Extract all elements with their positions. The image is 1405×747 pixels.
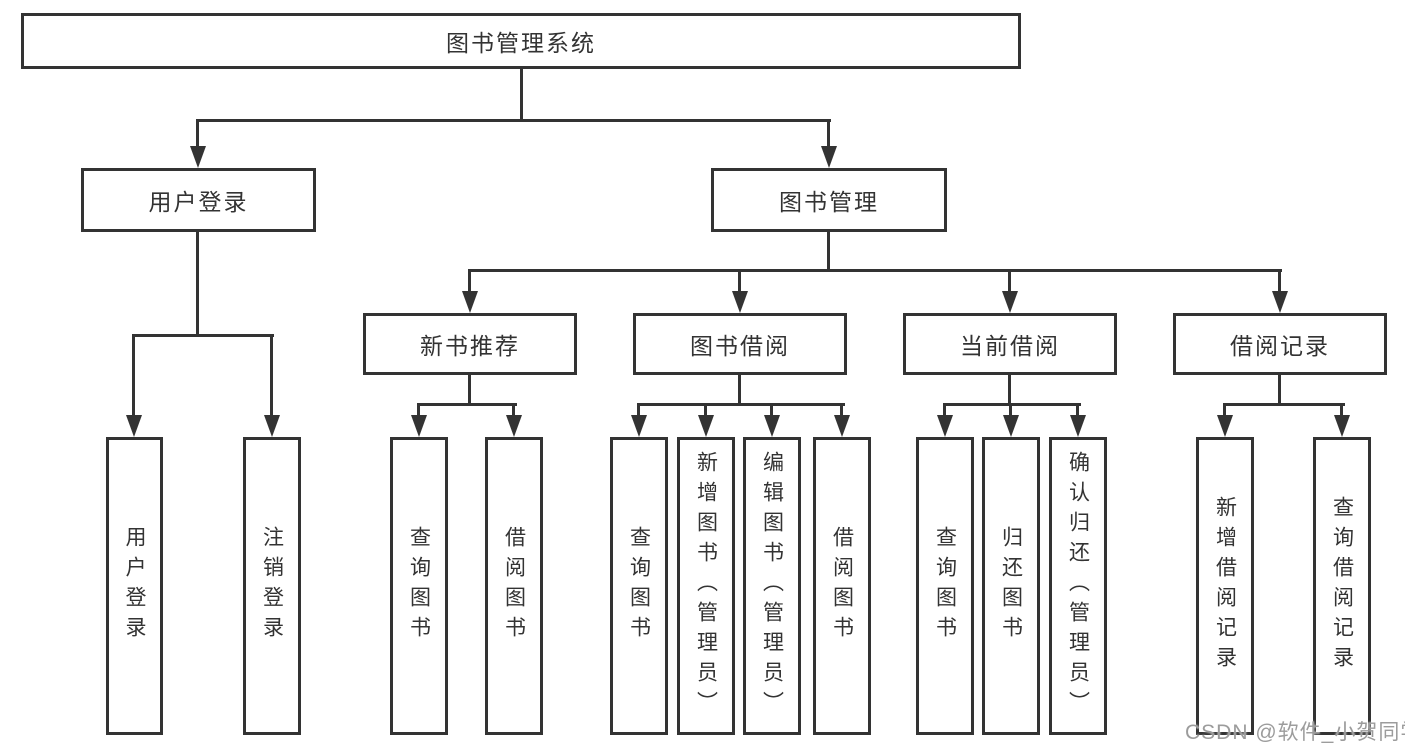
leaf-bb-borrow-books-label: 借阅图书 (830, 526, 854, 646)
connector-drop-user-login (196, 119, 199, 148)
node-book-borrow-label: 图书借阅 (690, 333, 790, 359)
connector-drop-cb-confirm (1076, 403, 1079, 416)
leaf-user-login: 用户登录 (106, 437, 163, 735)
arrowhead-book-borrow (732, 291, 748, 313)
arrowhead-ul-login (126, 415, 142, 437)
arrowhead-nb-borrow (506, 415, 522, 437)
arrowhead-ul-logout (264, 415, 280, 437)
connector-drop-bb-borrow (840, 403, 843, 416)
connector-drop-cb-return (1009, 403, 1012, 416)
arrowhead-cb-confirm (1070, 415, 1086, 437)
connector-book-borrow-stem (738, 372, 741, 406)
arrowhead-bb-add (698, 415, 714, 437)
node-user-login: 用户登录 (81, 168, 316, 232)
connector-level3-bus (468, 269, 1282, 272)
arrowhead-bb-edit (764, 415, 780, 437)
connector-drop-bb-edit (770, 403, 773, 416)
leaf-cb-query-books-label: 查询图书 (933, 526, 957, 646)
connector-book-borrow-bus (637, 403, 845, 406)
connector-drop-nb-borrow (512, 403, 515, 416)
arrowhead-nb-query (411, 415, 427, 437)
connector-current-borrow-stem (1008, 372, 1011, 406)
leaf-logout: 注销登录 (243, 437, 301, 735)
leaf-br-query-record: 查询借阅记录 (1313, 437, 1371, 735)
leaf-bb-add-books-admin: 新增图书（管理员） (677, 437, 735, 735)
leaf-bb-query-books: 查询图书 (610, 437, 668, 735)
connector-drop-bb-add (704, 403, 707, 416)
arrowhead-br-add (1217, 415, 1233, 437)
connector-root-stem (520, 66, 523, 121)
connector-borrow-record-bus (1223, 403, 1345, 406)
leaf-nb-query-books: 查询图书 (390, 437, 448, 735)
connector-new-book-bus (417, 403, 517, 406)
arrowhead-bb-borrow (834, 415, 850, 437)
leaf-bb-add-books-admin-label: 新增图书（管理员） (694, 451, 718, 721)
arrowhead-cb-query (937, 415, 953, 437)
leaf-br-add-record: 新增借阅记录 (1196, 437, 1254, 735)
connector-level2-bus (196, 119, 831, 122)
leaf-cb-confirm-return-admin: 确认归还（管理员） (1049, 437, 1107, 735)
arrowhead-current-borrow (1002, 291, 1018, 313)
leaf-nb-borrow-books: 借阅图书 (485, 437, 543, 735)
leaf-bb-edit-books-admin: 编辑图书（管理员） (743, 437, 801, 735)
connector-borrow-record-stem (1278, 372, 1281, 406)
leaf-bb-borrow-books: 借阅图书 (813, 437, 871, 735)
leaf-logout-label: 注销登录 (260, 526, 284, 646)
connector-drop-br-query (1340, 403, 1343, 416)
connector-user-login-bus (132, 334, 274, 337)
arrowhead-cb-return (1003, 415, 1019, 437)
node-borrow-record-label: 借阅记录 (1230, 333, 1330, 359)
connector-drop-cb-query (943, 403, 946, 416)
leaf-nb-borrow-books-label: 借阅图书 (502, 526, 526, 646)
leaf-cb-return-books: 归还图书 (982, 437, 1040, 735)
arrowhead-book-management (821, 146, 837, 168)
leaf-cb-confirm-return-admin-label: 确认归还（管理员） (1066, 451, 1090, 721)
connector-book-management-stem (827, 229, 830, 272)
node-book-management-label: 图书管理 (779, 189, 879, 215)
node-book-borrow: 图书借阅 (633, 313, 847, 375)
connector-drop-current-borrow (1008, 269, 1011, 292)
connector-drop-ul-login (132, 334, 135, 416)
leaf-bb-query-books-label: 查询图书 (627, 526, 651, 646)
node-borrow-record: 借阅记录 (1173, 313, 1387, 375)
node-root: 图书管理系统 (21, 13, 1021, 69)
node-root-label: 图书管理系统 (446, 30, 596, 56)
node-book-management: 图书管理 (711, 168, 947, 232)
connector-drop-new-book (468, 269, 471, 292)
node-new-book-recommend-label: 新书推荐 (420, 333, 520, 359)
connector-current-borrow-bus (943, 403, 1081, 406)
leaf-br-add-record-label: 新增借阅记录 (1213, 496, 1237, 676)
connector-drop-borrow-record (1278, 269, 1281, 292)
csdn-watermark: CSDN @软件_小贺同学 (1185, 721, 1405, 744)
connector-drop-bb-query (637, 403, 640, 416)
connector-drop-ul-logout (270, 334, 273, 416)
connector-drop-book-management (827, 119, 830, 148)
arrowhead-bb-query (631, 415, 647, 437)
connector-user-login-stem (196, 229, 199, 337)
node-user-login-label: 用户登录 (148, 189, 249, 215)
leaf-cb-return-books-label: 归还图书 (999, 526, 1023, 646)
leaf-br-query-record-label: 查询借阅记录 (1330, 496, 1354, 676)
arrowhead-br-query (1334, 415, 1350, 437)
arrowhead-new-book (462, 291, 478, 313)
arrowhead-borrow-record (1272, 291, 1288, 313)
connector-drop-book-borrow (738, 269, 741, 292)
node-current-borrow: 当前借阅 (903, 313, 1117, 375)
arrowhead-user-login (190, 146, 206, 168)
node-new-book-recommend: 新书推荐 (363, 313, 577, 375)
node-current-borrow-label: 当前借阅 (960, 333, 1060, 359)
leaf-user-login-label: 用户登录 (123, 526, 146, 646)
leaf-nb-query-books-label: 查询图书 (407, 526, 431, 646)
leaf-cb-query-books: 查询图书 (916, 437, 974, 735)
connector-drop-br-add (1223, 403, 1226, 416)
connector-drop-nb-query (417, 403, 420, 416)
connector-new-book-stem (468, 372, 471, 406)
leaf-bb-edit-books-admin-label: 编辑图书（管理员） (760, 451, 784, 721)
